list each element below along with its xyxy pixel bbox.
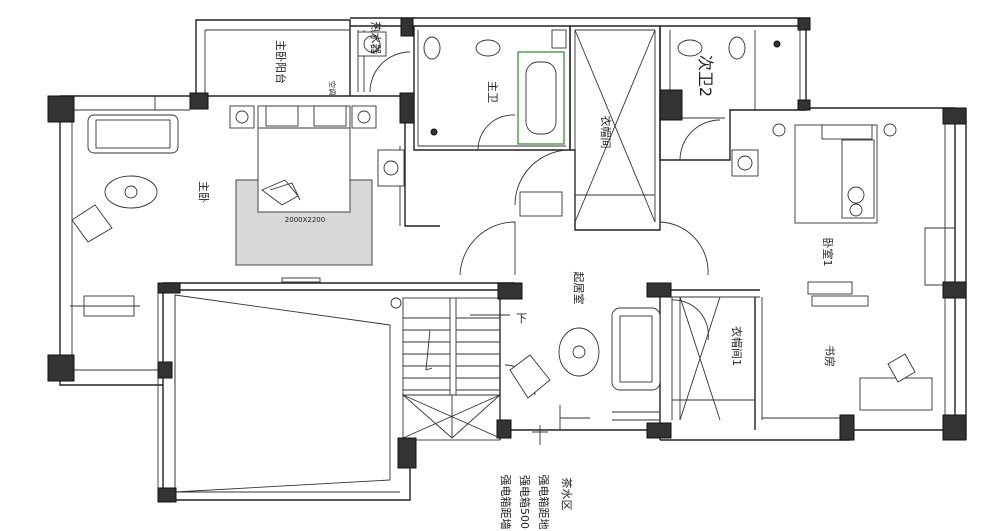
power-box-text-3: 强电箱距墙 <box>499 475 513 530</box>
label-wardrobe1: 衣帽间1 <box>730 326 744 366</box>
label-tea-area: 茶水区 <box>560 478 573 511</box>
columns <box>47 17 967 503</box>
furniture <box>70 29 933 411</box>
room-labels: 主卧阳台 主卫 衣帽间 次卫2 主卧 起居室 卧室1 衣帽间1 书房 茶水区 <box>197 40 836 511</box>
power-box-text-2: 强电箱500 <box>518 475 532 529</box>
label-second-bath: 次卫2 <box>696 55 715 97</box>
power-box-text-1: 强电箱距地 <box>537 475 551 530</box>
bathtub <box>517 51 565 145</box>
water-heater-text: 热水器 <box>369 22 382 55</box>
stair-treads <box>401 317 502 439</box>
label-master-balcony: 主卧阳台 <box>274 40 288 84</box>
label-wardrobe: 衣帽间 <box>599 116 613 149</box>
bed-size-text: 2000X2200 <box>285 216 325 224</box>
label-master-bath: 主卫 <box>486 81 499 103</box>
label-study: 书房 <box>823 345 836 367</box>
stair-down-text: 下 <box>516 312 527 325</box>
annotations: 2000X2200 下 热水器 空调 强电箱距地 强电箱500 强电箱距墙 <box>285 22 551 530</box>
walls <box>59 17 967 501</box>
label-bedroom1: 卧室1 <box>821 238 835 267</box>
ac-text: 空调 <box>328 81 337 95</box>
label-living-room: 起居室 <box>572 272 586 305</box>
label-master-bedroom: 主卧 <box>197 181 210 203</box>
